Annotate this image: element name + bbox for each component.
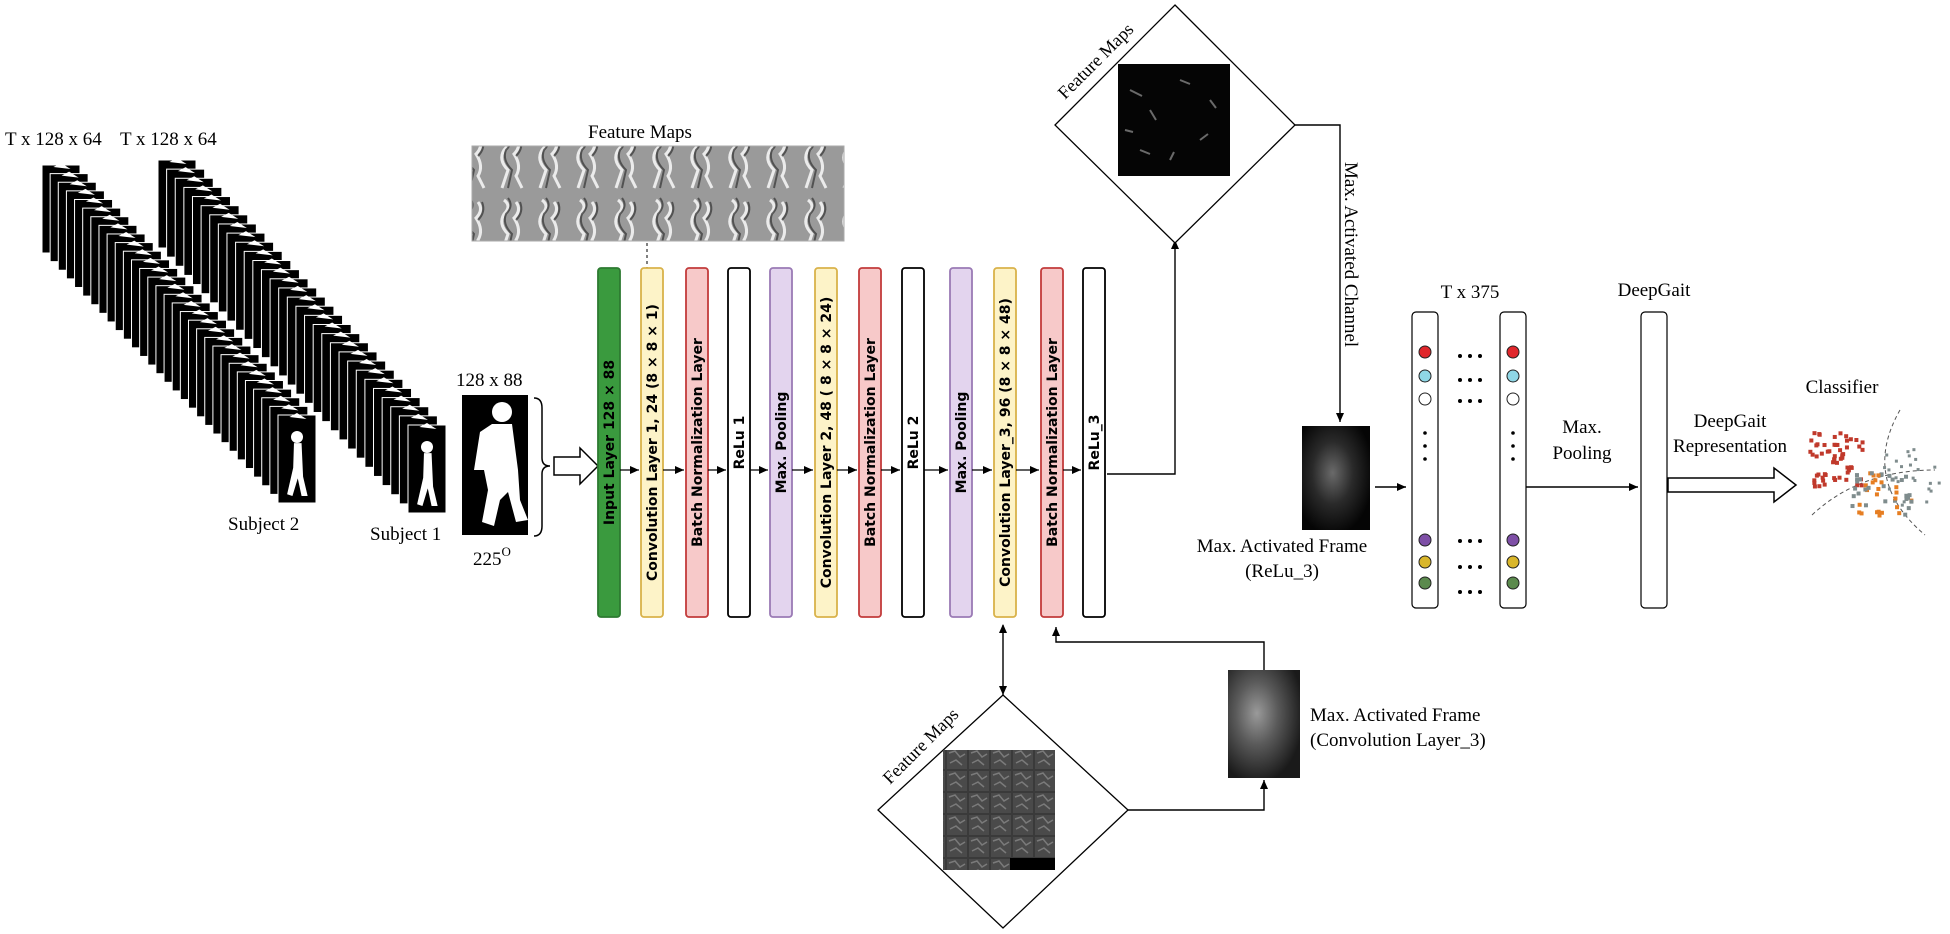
feature-dot [1506,576,1520,590]
feature-dot [1418,345,1432,359]
input-hollow-arrow [553,446,600,486]
deepgait-representation-label-line2: Representation [1673,436,1787,457]
feature-dot [1418,392,1432,406]
angle-degree: O [502,544,511,559]
feature-dot [1418,576,1432,590]
cnn-layer: Convolution Layer_3, 96 (8 × 8 × 48) [993,267,1017,618]
max-activated-frame-relu-label: Max. Activated Frame [1197,536,1367,557]
feature-dot [1418,555,1432,569]
max-activated-channel-arrow [1295,124,1344,422]
max-activated-frame-conv-label: Max. Activated Frame [1310,705,1480,726]
feature-dot [1506,392,1520,406]
cnn-layer-label: ReLu 2 [906,416,922,470]
feature-dot [1418,533,1432,547]
max-pooling-label-line2: Pooling [1552,443,1612,464]
cnn-layer-label: Batch Normalization Layer [690,338,706,547]
cnn-layer: ReLu 1 [727,267,751,618]
feature-maps-to-frame-arrow [1128,780,1268,811]
feature-dot [1418,369,1432,383]
cnn-layer: Max. Pooling [769,267,793,618]
subject-2-label: Subject 2 [228,514,299,535]
input-brace [533,397,551,537]
deepgait-vector [1640,311,1668,609]
silhouette-frame [277,413,317,504]
ellipsis-dots [1458,354,1482,594]
feature-dot [1506,345,1520,359]
cnn-layer: Batch Normalization Layer [1040,267,1064,618]
feature-maps-top-label: Feature Maps [588,122,692,143]
subject-1-label: Subject 1 [370,524,441,545]
feature-dot [1506,533,1520,547]
deepgait-representation-label-line1: DeepGait [1694,411,1768,432]
classifier-scatter-plot [1808,409,1941,536]
cnn-layer-label: Max. Pooling [774,392,790,494]
max-activated-frame-conv-image [1228,670,1300,778]
cnn-layer: Convolution Layer 1, 24 (8 × 8 × 1) [640,267,664,618]
cnn-layer-label: Batch Normalization Layer [863,338,879,547]
cnn-layer-label: ReLu_3 [1087,415,1103,471]
silhouette-frame [407,423,447,514]
cnn-layer-label: Convolution Layer_3, 96 (8 × 8 × 48) [998,298,1014,587]
cnn-layer: Batch Normalization Layer [858,267,882,618]
cnn-layer: Convolution Layer 2, 48 ( 8 × 8 × 24) [814,267,838,618]
cnn-layer: Max. Pooling [949,267,973,618]
input-size-label: 128 x 88 [456,370,523,391]
cnn-layer-stack: Input Layer 128 × 88 Convolution Layer 1,… [597,267,1106,618]
feature-dot [1506,369,1520,383]
max-pooling-label-line1: Max. [1562,417,1602,438]
relu3-to-feature-maps-arrow [1107,240,1179,475]
deepgait-representation-arrow [1667,466,1798,504]
frame-to-batchnorm-arrow [1052,627,1265,670]
max-activated-frame-relu-sublabel: (ReLu_3) [1245,561,1319,582]
relu3-feature-maps-image [1118,64,1230,176]
max-activated-frame-conv-sublabel: (Convolution Layer_3) [1310,730,1486,751]
conv3-feature-maps-image [943,750,1055,870]
cnn-layer-label: Batch Normalization Layer [1045,338,1061,547]
cnn-layer-label: Input Layer 128 × 88 [602,360,618,525]
feature-maps-top-image [471,145,845,242]
t375-label: T x 375 [1441,282,1500,303]
stack-size-label-1: T x 128 x 64 [5,129,102,150]
max-activated-channel-label: Max. Activated Channel [1340,162,1361,347]
deepgait-label: DeepGait [1618,280,1692,301]
feature-dot [1506,555,1520,569]
classifier-label: Classifier [1806,377,1879,398]
cnn-layer: ReLu_3 [1082,267,1106,618]
angle-value: 225 [473,549,502,570]
input-silhouette-image [462,395,528,535]
cnn-layer-label: Convolution Layer 2, 48 ( 8 × 8 × 24) [819,297,835,589]
cnn-layer: Batch Normalization Layer [685,267,709,618]
cnn-layer-label: ReLu 1 [732,416,748,470]
max-activated-frame-relu-image [1302,426,1370,530]
silhouette-stack-subject-1 [157,158,447,514]
cnn-layer-label: Max. Pooling [954,392,970,494]
angle-label: 225O [473,544,511,570]
cnn-layer: Input Layer 128 × 88 [597,267,621,618]
vector-dots [1418,345,1661,590]
stack-size-label-2: T x 128 x 64 [120,129,217,150]
silhouette-stack-subject-2 [41,163,317,504]
cnn-layer-label: Convolution Layer 1, 24 (8 × 8 × 1) [645,304,661,581]
cnn-layer: ReLu 2 [901,267,925,618]
